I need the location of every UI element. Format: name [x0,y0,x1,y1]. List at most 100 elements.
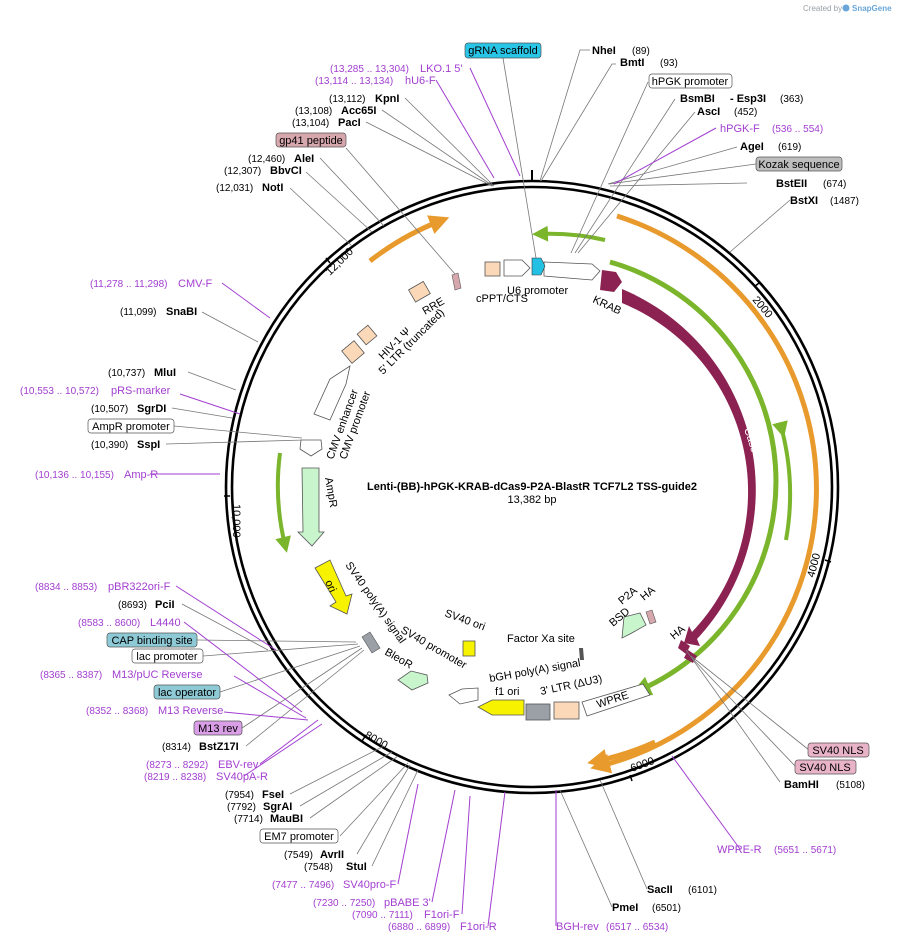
ampr-arrow[interactable] [297,467,325,547]
orange-outer-arc-2[interactable] [587,739,657,769]
sv40-ori-block[interactable] [462,640,476,657]
orange-outer-arc[interactable] [590,213,819,774]
primer-label[interactable]: SV40pro-F [343,879,396,891]
site-label[interactable]: AscI [697,106,720,118]
primer-pos: (13,285 .. 13,304) [330,64,409,75]
primer-label[interactable]: L4440 [150,617,181,629]
green-top-arc[interactable] [532,225,606,242]
u6-promoter-arrow[interactable] [543,261,601,281]
site-label[interactable]: BbvCI [270,165,302,177]
ha-block[interactable] [678,640,690,654]
cap-box[interactable] [106,632,198,648]
rre-block[interactable] [408,280,431,303]
primer-label[interactable]: LKO.1 5' [420,63,462,75]
site-pos: (452) [734,107,757,118]
site-label[interactable]: - Esp3I [730,93,766,105]
bleor-arrow[interactable] [397,670,429,691]
site-label[interactable]: BstXI [790,195,818,207]
cmv-promoter-arrow[interactable] [299,439,323,457]
primer-label[interactable]: pBR322ori-F [108,581,171,593]
wpre-arrow[interactable] [581,683,651,717]
green-left-arc[interactable] [275,452,291,553]
cas9-arrow[interactable] [622,289,756,646]
primer-label[interactable]: M13/pUC Reverse [112,669,202,681]
kozak-box[interactable] [755,156,843,172]
cppt-block[interactable] [484,261,501,277]
primer-label[interactable]: M13 Reverse [158,705,223,717]
primer-label[interactable]: F1ori-R [460,921,497,933]
primer-pos: (8834 .. 8853) [35,582,97,593]
bgh-polya-block[interactable] [525,703,551,721]
primer-label[interactable]: pRS-marker [111,385,171,397]
ltr3-block[interactable] [553,701,580,720]
p2a-block[interactable] [645,609,657,625]
factor-xa-block[interactable] [579,648,584,660]
ori-arrow[interactable] [314,559,353,615]
primer-label[interactable]: Amp-R [124,469,158,481]
ltr5-block[interactable] [341,340,365,364]
site-label[interactable]: PmeI [612,902,638,914]
sv40-nls-box-2[interactable] [794,759,857,775]
site-label[interactable]: SgrAI [263,801,292,813]
site-label[interactable]: SnaBI [166,306,197,318]
site-label[interactable]: AleI [294,153,314,165]
grna-scaffold-box[interactable] [464,42,542,59]
lac-operator-box[interactable] [153,684,221,700]
sv40-polya-block[interactable] [361,631,381,654]
f1-ori-arrow[interactable] [477,699,525,716]
primer-label[interactable]: hPGK-F [720,123,760,135]
sv40-promoter-arrow[interactable] [448,687,479,705]
leader-lacop [219,645,361,693]
primer-label[interactable]: WPRE-R [717,844,762,856]
primer-label[interactable]: SV40pA-R [216,771,268,783]
hpgk-promoter-box[interactable] [648,73,733,89]
ampr-promoter-box[interactable] [87,418,175,434]
bsd-arrow[interactable] [621,612,647,639]
site-label[interactable]: SgrDI [137,403,166,415]
site-label[interactable]: BstEII [776,178,807,190]
site-label[interactable]: BmtI [620,57,644,69]
site-label[interactable]: KpnI [375,93,399,105]
site-label[interactable]: PciI [155,599,175,611]
site-label[interactable]: SspI [137,439,160,451]
site-label[interactable]: StuI [346,861,367,873]
site-label[interactable]: MluI [154,367,176,379]
sv40-nls-box[interactable] [807,742,870,758]
pleader-pbr [175,585,277,651]
site-pos: (13,108) [295,106,332,117]
site-label[interactable]: FseI [262,789,284,801]
site-label[interactable]: MauBI [270,813,303,825]
f1-ori-label: f1 ori [495,686,519,698]
leader-cap [196,639,357,643]
site-label[interactable]: NotI [262,182,283,194]
cppt-arrow[interactable] [503,259,531,277]
site-label[interactable]: BsmBI [680,93,715,105]
site-label[interactable]: BstZ17I [199,741,239,753]
site-label[interactable]: BamHI [784,779,819,791]
site-label[interactable]: Acc65I [341,105,376,117]
primer-label[interactable]: pBABE 3' [384,897,431,909]
gp41-block[interactable] [451,272,462,291]
primer-label[interactable]: EBV-rev [218,759,259,771]
site-label[interactable]: AgeI [740,141,764,153]
site-label[interactable]: SacII [647,884,673,896]
lac-promoter-box[interactable] [131,648,204,664]
site-label[interactable]: AvrII [320,849,344,861]
primer-label[interactable]: F1ori-F [424,909,460,921]
em7-box[interactable] [259,828,339,844]
ampr-label: AmpR [322,476,339,508]
m13rev-box[interactable] [193,720,243,736]
orange-top-left-arc[interactable] [368,215,450,263]
green-outer-arc[interactable] [609,259,779,696]
green-small-arc[interactable] [772,420,793,541]
cmv-enhancer-arrow[interactable] [313,365,351,421]
primer-label[interactable]: BGH-rev [556,921,599,933]
site-label[interactable]: PacI [338,117,361,129]
krab-arrow[interactable] [600,270,622,292]
site-label[interactable]: NheI [592,45,616,57]
primer-label[interactable]: CMV-F [178,278,213,290]
grna-scaffold-block[interactable] [531,257,546,276]
psi-block[interactable] [356,324,378,346]
primer-label[interactable]: hU6-F [405,75,436,87]
gp41-box[interactable] [275,132,347,148]
